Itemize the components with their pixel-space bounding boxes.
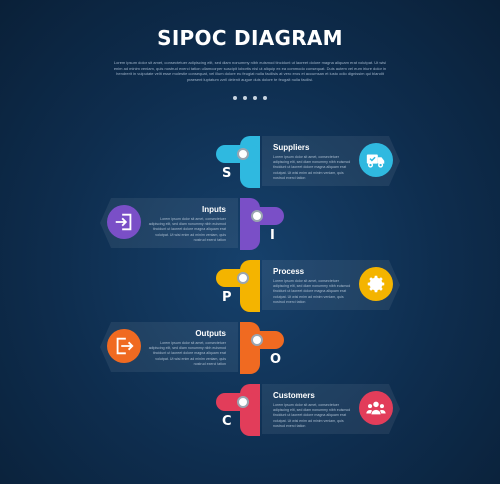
gear-icon xyxy=(367,275,385,293)
step-description: Lorem ipsum dolor sit amet, consectetuer… xyxy=(273,155,351,180)
step-icon-circle xyxy=(359,391,393,425)
step-icon-circle xyxy=(107,329,141,363)
step-icon-circle xyxy=(359,143,393,177)
step-title: Suppliers xyxy=(273,143,310,152)
step-description: Lorem ipsum dolor sit amet, consectetuer… xyxy=(148,217,226,242)
dot xyxy=(253,96,257,100)
connector-ring xyxy=(251,210,263,222)
step-title: Customers xyxy=(273,391,315,400)
step-title: Inputs xyxy=(202,205,226,214)
step-description: Lorem ipsum dolor sit amet, consectetuer… xyxy=(273,279,351,304)
step-icon-circle xyxy=(359,267,393,301)
pagination-dots xyxy=(233,96,267,100)
sign-in-icon xyxy=(115,213,132,231)
connector-ring xyxy=(251,334,263,346)
dot xyxy=(263,96,267,100)
dot xyxy=(243,96,247,100)
dot xyxy=(233,96,237,100)
step-letter: O xyxy=(270,352,282,367)
step-letter: C xyxy=(222,414,232,429)
page-subtitle: Lorem ipsum dolor sit amet, consectetuer… xyxy=(113,60,387,82)
step-title: Process xyxy=(273,267,305,276)
connector-ring xyxy=(237,148,249,160)
step-description: Lorem ipsum dolor sit amet, consectetuer… xyxy=(273,403,351,428)
step-icon-circle xyxy=(107,205,141,239)
step-title: Outputs xyxy=(195,329,226,338)
sign-out-icon xyxy=(116,337,134,355)
step-description: Lorem ipsum dolor sit amet, consectetuer… xyxy=(148,341,226,366)
connector-ring xyxy=(237,396,249,408)
page-title: SIPOC DIAGRAM xyxy=(157,26,343,50)
step-letter: S xyxy=(222,166,232,181)
step-letter: P xyxy=(222,290,232,305)
users-icon xyxy=(366,401,386,415)
connector-ring xyxy=(237,272,249,284)
step-letter: I xyxy=(270,228,275,243)
truck-icon xyxy=(366,154,385,168)
